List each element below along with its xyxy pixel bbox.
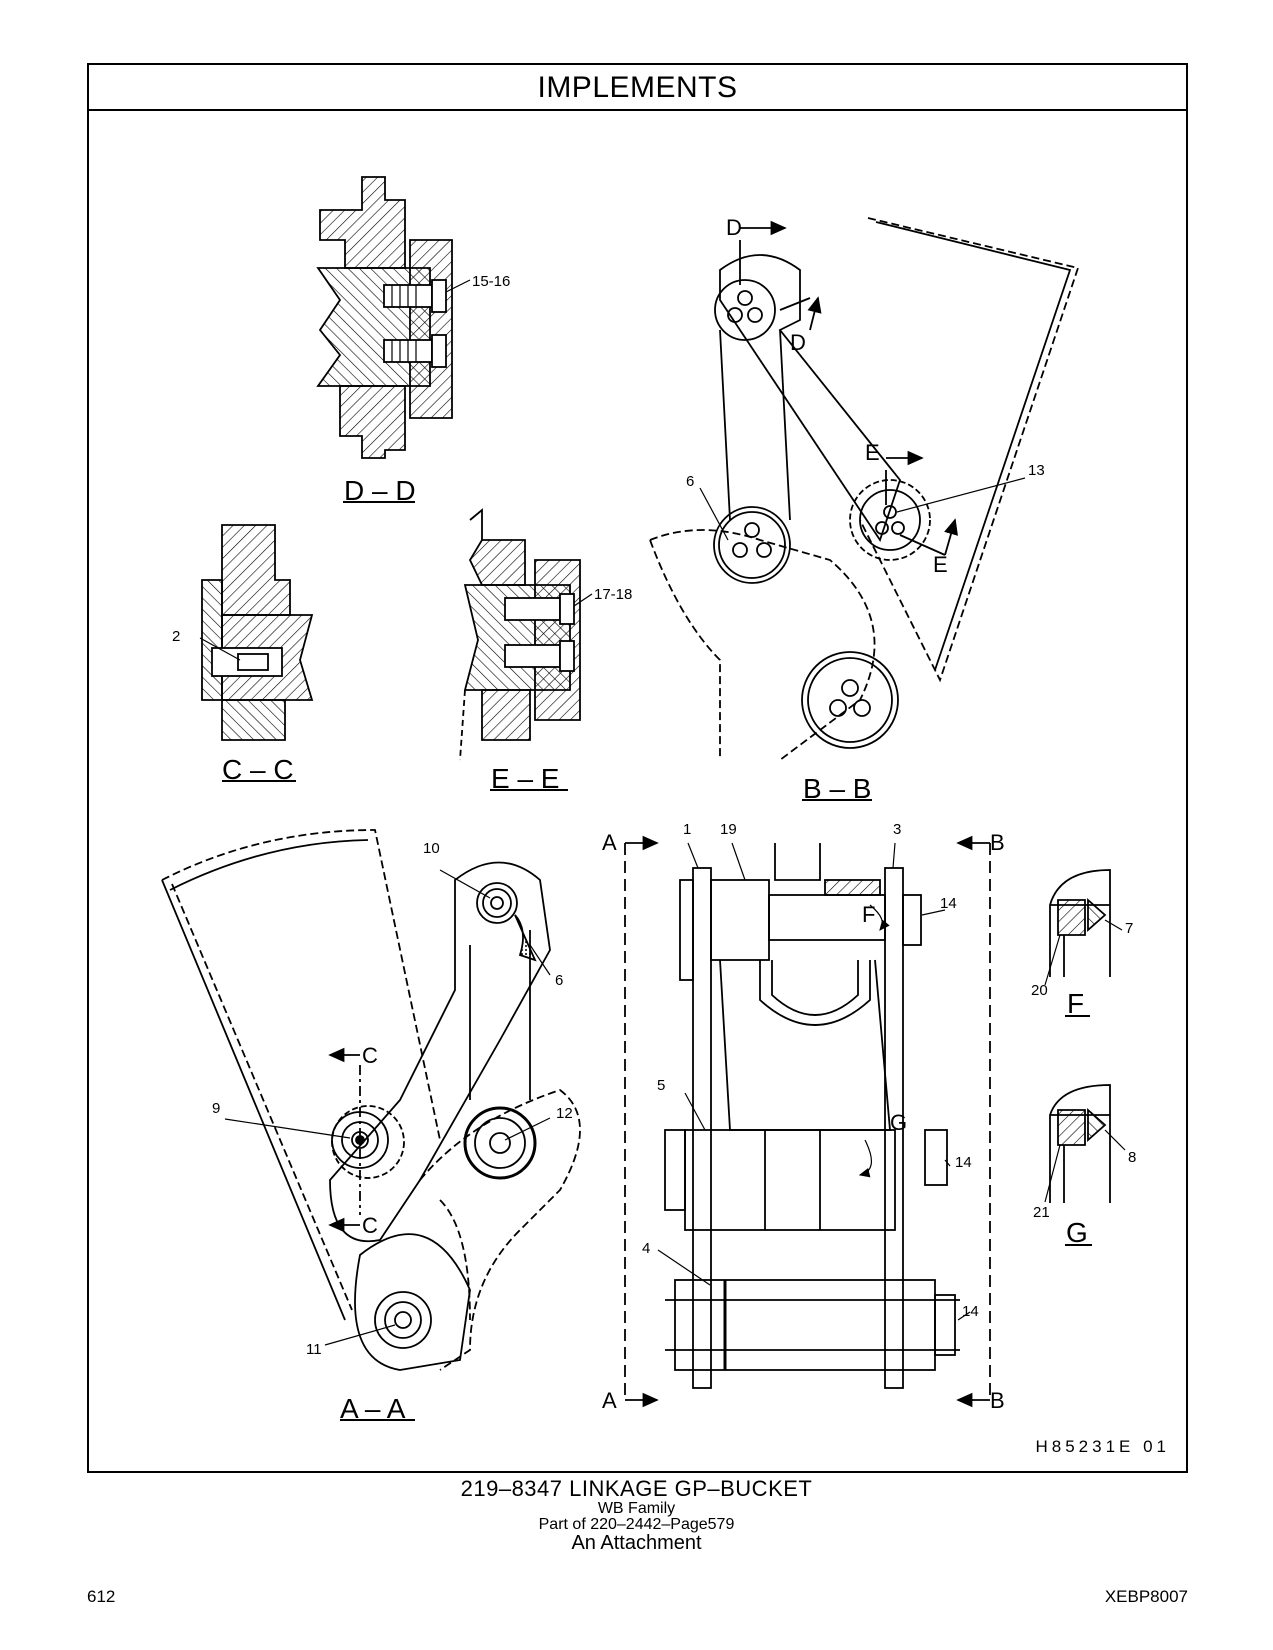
- view-label-bb: B – B: [803, 773, 871, 804]
- section-title: IMPLEMENTS: [89, 65, 1186, 111]
- callout-4: 4: [642, 1240, 650, 1257]
- view-label-aa: A – A: [340, 1393, 406, 1424]
- callout-11: 11: [306, 1341, 322, 1358]
- section-ee: [459, 508, 593, 761]
- section-letter-a-top: A: [602, 830, 617, 855]
- section-bb: [649, 217, 1080, 761]
- callout-6-aa: 6: [555, 972, 563, 989]
- callout-15-16: 15-16: [472, 273, 510, 290]
- callout-3: 3: [893, 821, 901, 838]
- callout-19: 19: [720, 821, 737, 838]
- view-label-g: G: [1066, 1217, 1088, 1248]
- view-label-ee: E – E: [491, 763, 559, 794]
- callout-5: 5: [657, 1077, 665, 1094]
- callout-1: 1: [683, 821, 691, 838]
- detail-g: [1044, 1084, 1126, 1203]
- section-letter-d-bottom: D: [790, 330, 806, 355]
- detail-letter-f: F: [862, 902, 875, 927]
- callout-14-top: 14: [940, 895, 957, 912]
- front-view: [624, 835, 991, 1408]
- callout-17-18: 17-18: [594, 586, 632, 603]
- detail-letter-g: G: [890, 1110, 907, 1135]
- section-letter-a-bottom: A: [602, 1388, 617, 1413]
- page-number: 612: [87, 1587, 116, 1606]
- callout-14-low: 14: [962, 1303, 979, 1320]
- section-letter-e-bottom: E: [933, 552, 948, 577]
- view-label-cc: C – C: [222, 754, 294, 785]
- callout-14-mid: 14: [955, 1154, 972, 1171]
- section-letter-b-top: B: [990, 830, 1005, 855]
- drawing-code: H85231E 01: [1035, 1437, 1170, 1456]
- section-letter-d-top: D: [726, 215, 742, 240]
- caption: 219–8347 LINKAGE GP–BUCKET WB Family Par…: [0, 1476, 1273, 1554]
- callout-8: 8: [1128, 1149, 1136, 1166]
- document-code: XEBP8007: [1104, 1587, 1188, 1606]
- caption-title: 219–8347 LINKAGE GP–BUCKET: [460, 1476, 813, 1501]
- section-dd: [316, 176, 471, 459]
- callout-7: 7: [1125, 920, 1133, 937]
- callout-13: 13: [1028, 462, 1045, 479]
- callout-2: 2: [172, 628, 180, 645]
- section-letter-e-top: E: [865, 440, 880, 465]
- callout-21: 21: [1033, 1204, 1050, 1221]
- view-label-f: F: [1067, 988, 1084, 1019]
- section-letter-c-bottom: C: [362, 1213, 378, 1238]
- section-letter-b-bottom: B: [990, 1388, 1005, 1413]
- callout-9: 9: [212, 1100, 220, 1117]
- caption-family: WB Family: [597, 1500, 676, 1517]
- callout-12: 12: [556, 1105, 573, 1122]
- callout-20: 20: [1031, 982, 1048, 999]
- section-letter-c-top: C: [362, 1043, 378, 1068]
- callout-6-bb: 6: [686, 473, 694, 490]
- callout-10: 10: [423, 840, 440, 857]
- caption-part: Part of 220–2442–Page579: [538, 1516, 735, 1533]
- section-cc: [199, 524, 314, 741]
- drawing-frame: IMPLEMENTS H85231E 01: [87, 63, 1188, 1473]
- section-aa: [161, 829, 581, 1371]
- detail-f: [1044, 869, 1123, 986]
- view-label-dd: D – D: [344, 475, 416, 506]
- caption-note: An Attachment: [571, 1532, 702, 1554]
